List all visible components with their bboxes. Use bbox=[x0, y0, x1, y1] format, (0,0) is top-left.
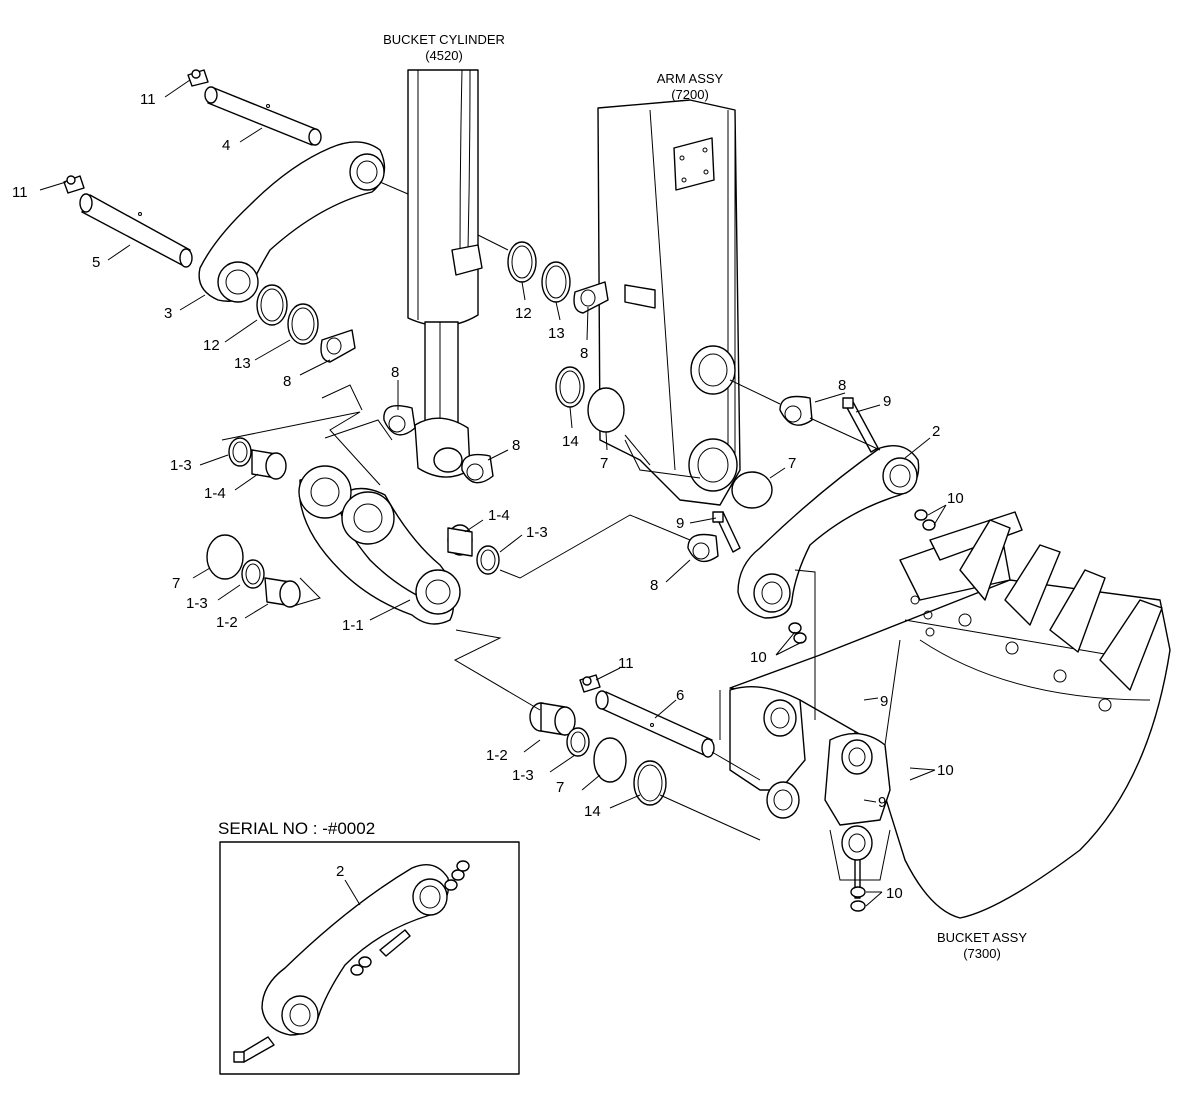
callout-7: 7 bbox=[788, 455, 796, 472]
bucket-cylinder bbox=[407, 69, 483, 478]
callout-8: 8 bbox=[838, 377, 846, 394]
arm-assy-code: (7200) bbox=[671, 87, 709, 102]
callout-11: 11 bbox=[12, 184, 28, 201]
callout-8: 8 bbox=[283, 373, 291, 390]
callout-8: 8 bbox=[580, 345, 588, 362]
callout-9: 9 bbox=[878, 794, 886, 811]
callout-9: 9 bbox=[880, 693, 888, 710]
callout-7: 7 bbox=[172, 575, 180, 592]
callout-8: 8 bbox=[650, 577, 658, 594]
serial-inset: SERIAL NO : -#0002 2 bbox=[218, 819, 520, 1075]
callout-11: 11 bbox=[618, 655, 634, 672]
callout-10: 10 bbox=[937, 762, 954, 779]
callout-7: 7 bbox=[600, 455, 608, 472]
callout-leaders bbox=[39, 79, 947, 907]
callout-2: 2 bbox=[932, 423, 940, 440]
callout-1-4: 1-4 bbox=[204, 485, 226, 502]
callout-13: 13 bbox=[548, 325, 565, 342]
link-part-3 bbox=[198, 141, 386, 303]
label-arm-assy: ARM ASSY (7200) bbox=[657, 71, 724, 102]
callout-1-4: 1-4 bbox=[488, 507, 510, 524]
link-part-2 bbox=[737, 445, 920, 619]
bucket-assy bbox=[729, 511, 1171, 919]
callout-1-2: 1-2 bbox=[216, 614, 238, 631]
callout-numbers: 11 4 11 5 3 12 13 8 8 8 1-3 1-4 1-4 1-3 … bbox=[12, 91, 964, 902]
callout-1-3: 1-3 bbox=[186, 595, 208, 612]
callout-9: 9 bbox=[883, 393, 891, 410]
assembly-guide-lines bbox=[221, 181, 881, 841]
inset-callout-2: 2 bbox=[336, 863, 344, 880]
callout-1-1: 1-1 bbox=[342, 617, 364, 634]
callout-7: 7 bbox=[556, 779, 564, 796]
bucket-link-part-1-1 bbox=[298, 465, 461, 625]
callout-4: 4 bbox=[222, 137, 230, 154]
callout-6: 6 bbox=[676, 687, 684, 704]
pin-part-4 bbox=[204, 86, 322, 146]
callout-5: 5 bbox=[92, 254, 100, 271]
callout-8: 8 bbox=[512, 437, 520, 454]
bucket-cylinder-code: (4520) bbox=[425, 48, 463, 63]
bucket-assy-name: BUCKET ASSY bbox=[937, 930, 1027, 945]
grease-fittings-11 bbox=[63, 69, 601, 693]
pin-part-5 bbox=[79, 193, 193, 268]
callout-1-2: 1-2 bbox=[486, 747, 508, 764]
label-bucket-cylinder: BUCKET CYLINDER (4520) bbox=[383, 32, 505, 63]
callout-10: 10 bbox=[947, 490, 964, 507]
pin-part-6 bbox=[595, 690, 715, 758]
callout-10: 10 bbox=[886, 885, 903, 902]
callout-14: 14 bbox=[562, 433, 579, 450]
callout-10: 10 bbox=[750, 649, 767, 666]
label-bucket-assy: BUCKET ASSY (7300) bbox=[937, 930, 1027, 961]
lower-bushings-and-rings bbox=[529, 702, 667, 806]
callout-3: 3 bbox=[164, 305, 172, 322]
bucket-assy-code: (7300) bbox=[963, 946, 1001, 961]
callout-1-3: 1-3 bbox=[526, 524, 548, 541]
bucket-cylinder-name: BUCKET CYLINDER bbox=[383, 32, 505, 47]
callout-14: 14 bbox=[584, 803, 601, 820]
callout-9: 9 bbox=[676, 515, 684, 532]
arm-assy bbox=[597, 99, 741, 506]
callout-12: 12 bbox=[515, 305, 532, 322]
callout-8: 8 bbox=[391, 364, 399, 381]
bushings-1-4-1-3-1-2 bbox=[206, 437, 500, 608]
callout-11: 11 bbox=[140, 91, 156, 108]
rings-and-shims bbox=[256, 241, 813, 563]
callout-13: 13 bbox=[234, 355, 251, 372]
callout-1-3: 1-3 bbox=[170, 457, 192, 474]
callout-12: 12 bbox=[203, 337, 220, 354]
callout-1-3: 1-3 bbox=[512, 767, 534, 784]
inset-title: SERIAL NO : -#0002 bbox=[218, 819, 375, 838]
arm-assy-name: ARM ASSY bbox=[657, 71, 724, 86]
